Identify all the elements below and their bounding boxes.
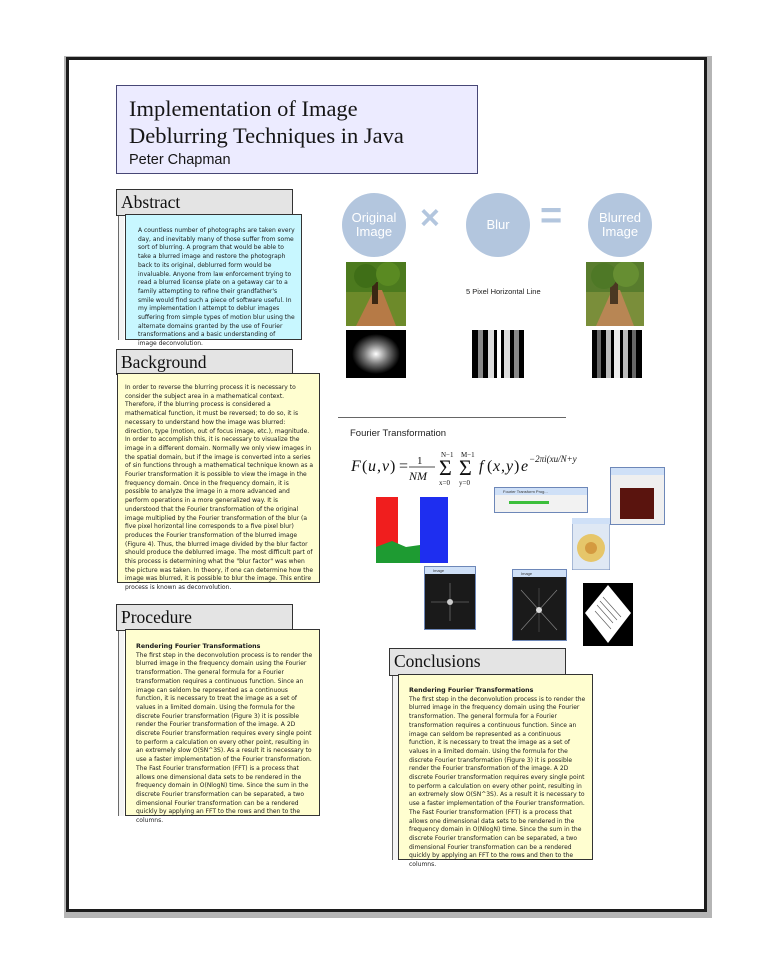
svg-text:y=0: y=0 — [459, 479, 470, 487]
background-text: In order to reverse the blurring process… — [125, 384, 314, 592]
background-box: In order to reverse the blurring process… — [117, 373, 320, 591]
svg-text:Σ: Σ — [439, 455, 452, 480]
food-photo-window[interactable] — [572, 518, 610, 570]
author-name: Peter Chapman — [129, 152, 231, 168]
svg-text:NM: NM — [408, 469, 428, 483]
abstract-box: A countless number of photographs are ta… — [125, 214, 302, 347]
svg-text:=: = — [399, 458, 408, 475]
image-window-2[interactable]: Image — [512, 569, 567, 641]
blur-label: Blur — [486, 217, 510, 232]
fourier-caption: Fourier Transformation — [350, 428, 447, 439]
poster-title-line2: Deblurring Techniques in Java — [129, 123, 404, 148]
svg-text:e: e — [521, 458, 528, 475]
svg-text:x=0: x=0 — [439, 479, 450, 487]
abstract-side-bar — [118, 214, 124, 340]
background-heading: Background — [116, 349, 293, 375]
svg-text:N−1: N−1 — [441, 451, 454, 459]
poster-title-line1: Implementation of Image — [129, 96, 358, 121]
fourier-star-2 — [520, 588, 558, 632]
svg-text:−2πi(xu/N+yv/M): −2πi(xu/N+yv/M) — [529, 454, 577, 464]
fourier-star-1 — [431, 583, 469, 621]
svg-text:x: x — [492, 458, 500, 475]
image-window-2-titlebar: Image — [513, 570, 566, 577]
title-box: Implementation of Image Deblurring Techn… — [116, 85, 478, 174]
blur-fourier-spectrum — [472, 330, 524, 378]
fourier-program-titlebar: Fourier Transform Prog... — [495, 488, 587, 495]
original-fourier-spectrum — [346, 330, 406, 378]
image-window-1[interactable]: Image — [424, 566, 476, 630]
procedure-text: The first step in the deconvolution proc… — [136, 651, 313, 825]
procedure-heading: Procedure — [116, 604, 293, 631]
svg-text:Σ: Σ — [459, 455, 472, 480]
equals-operator: = — [540, 195, 563, 237]
blurred-image-label: Blurred Image — [599, 210, 641, 239]
blurred-fourier-spectrum — [592, 330, 642, 378]
fourier-formula: F ( u , v ) = 1 NM N−1 Σ x=0 M−1 Σ y=0 f… — [350, 451, 577, 487]
conclusions-heading: Conclusions — [389, 648, 566, 676]
conclusions-subheading: Rendering Fourier Transformations — [409, 687, 534, 694]
segmented-color-image — [376, 497, 448, 563]
fourier-program-window[interactable]: Fourier Transform Prog... — [494, 487, 588, 513]
svg-text:f: f — [479, 458, 486, 475]
blurred-tree-photo — [586, 262, 644, 326]
conclusions-side-bar — [392, 674, 398, 860]
svg-text:(: ( — [487, 458, 492, 475]
original-image-circle: Original Image — [342, 193, 406, 257]
svg-text:): ) — [390, 458, 395, 475]
original-tree-photo — [346, 262, 406, 326]
svg-text:u: u — [368, 458, 376, 475]
rotated-text-image — [583, 583, 633, 646]
svg-text:): ) — [514, 458, 519, 475]
svg-text:1: 1 — [417, 455, 423, 467]
abstract-text: A countless number of photographs are ta… — [138, 227, 295, 348]
conclusions-text: The first step in the deconvolution proc… — [409, 695, 586, 869]
times-operator: × — [420, 199, 440, 237]
procedure-subheading: Rendering Fourier Transformations — [136, 643, 261, 650]
blurred-image-circle: Blurred Image — [588, 193, 652, 257]
svg-text:(: ( — [362, 458, 367, 475]
color-window-titlebar — [611, 468, 664, 475]
color-window[interactable] — [610, 467, 665, 525]
procedure-box: Rendering Fourier Transformations The fi… — [125, 629, 320, 824]
blur-caption: 5 Pixel Horizontal Line — [466, 287, 541, 296]
svg-text:v: v — [382, 458, 390, 475]
progress-bar — [509, 501, 549, 504]
svg-text:M−1: M−1 — [461, 451, 475, 459]
color-swatch — [620, 488, 654, 519]
figure-divider — [338, 417, 566, 418]
svg-text:,: , — [501, 458, 505, 475]
image-window-1-titlebar: Image — [425, 567, 475, 574]
svg-text:y: y — [504, 458, 514, 475]
original-image-label: Original Image — [351, 210, 397, 239]
conclusions-box: Rendering Fourier Transformations The fi… — [398, 674, 593, 868]
svg-text:,: , — [377, 458, 381, 475]
procedure-side-bar — [118, 629, 124, 816]
svg-text:F: F — [350, 458, 361, 475]
abstract-heading: Abstract — [116, 189, 293, 216]
blur-circle: Blur — [466, 193, 530, 257]
